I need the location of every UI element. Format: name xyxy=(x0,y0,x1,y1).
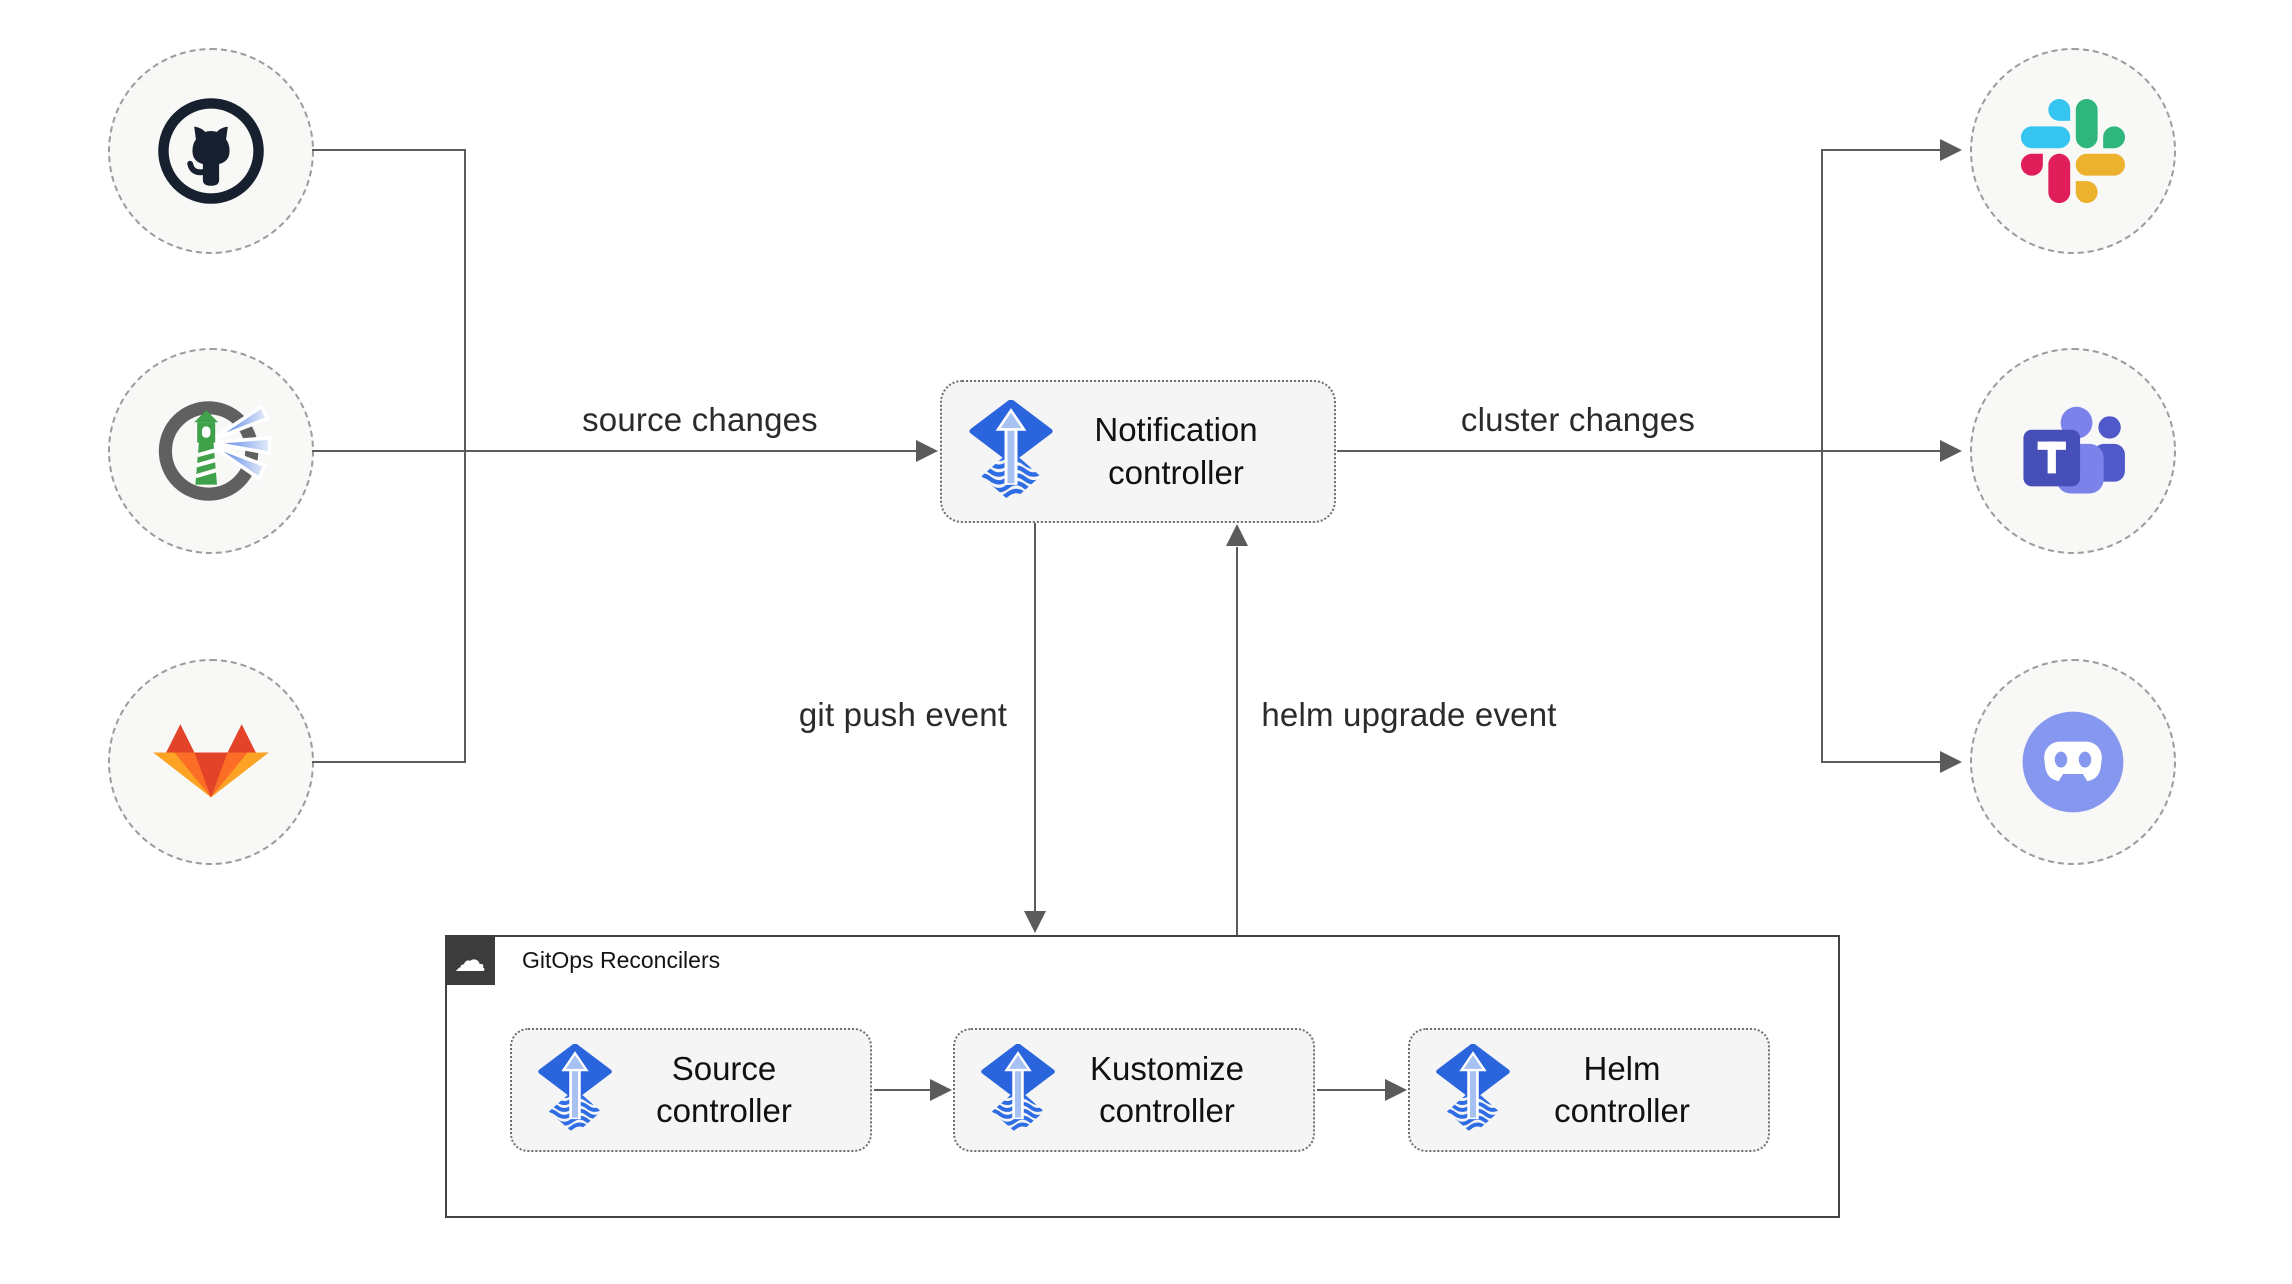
connector-source-changes xyxy=(312,450,918,452)
flux-icon xyxy=(536,1044,614,1136)
harbor-icon xyxy=(158,401,271,501)
connector-gitlab-stub xyxy=(312,761,465,763)
notification-controller-label: Notification controller xyxy=(1094,411,1258,491)
teams-icon xyxy=(2023,406,2125,494)
gitlab-node xyxy=(108,659,314,865)
helm-controller-box: Helm controller xyxy=(1408,1028,1770,1152)
cloud-icon: ☁ xyxy=(454,941,486,979)
helm-controller-label: Helm controller xyxy=(1554,1049,1690,1129)
connector-git-push-event xyxy=(1034,523,1036,912)
notification-controller-box: Notification controller xyxy=(940,380,1336,523)
source-controller-box: Source controller xyxy=(510,1028,872,1152)
connector-cluster-changes xyxy=(1337,450,1823,452)
github-node xyxy=(108,48,314,254)
kustomize-controller-box: Kustomize controller xyxy=(953,1028,1315,1152)
edge-label-helm-upgrade-event: helm upgrade event xyxy=(1261,696,1557,733)
connector-helm-upgrade-event xyxy=(1236,547,1238,935)
kustomize-controller-label: Kustomize controller xyxy=(1089,1049,1245,1129)
edge-label-cluster-changes: cluster changes xyxy=(1460,401,1696,438)
slack-icon xyxy=(2021,99,2125,203)
gitops-group-tab: ☁ xyxy=(445,935,495,985)
connector-discord-stub xyxy=(1822,761,1942,763)
flux-icon xyxy=(966,400,1056,504)
arrowhead-into-discord xyxy=(1940,751,1962,773)
connector-github-stub xyxy=(312,149,465,151)
slack-node xyxy=(1970,48,2176,254)
edge-label-source-changes: source changes xyxy=(582,401,818,438)
flux-icon xyxy=(1434,1044,1512,1136)
connector-right-bus xyxy=(1821,149,1823,763)
arrowhead-into-gitops xyxy=(1024,911,1046,933)
arrowhead-into-notification xyxy=(916,440,938,462)
connector-slack-stub xyxy=(1822,149,1942,151)
arrowhead-into-kustomize xyxy=(930,1079,952,1101)
arrowhead-into-slack xyxy=(1940,139,1962,161)
flux-icon xyxy=(979,1044,1057,1136)
arrowhead-into-notification-bottom xyxy=(1226,524,1248,546)
harbor-node xyxy=(108,348,314,554)
arrowhead-into-helm xyxy=(1385,1079,1407,1101)
edge-label-git-push-event: git push event xyxy=(798,696,1008,733)
discord-icon xyxy=(2022,711,2124,813)
connector-teams-stub xyxy=(1822,450,1942,452)
arrowhead-into-teams xyxy=(1940,440,1962,462)
teams-node xyxy=(1970,348,2176,554)
connector-left-bus xyxy=(464,149,466,763)
gitlab-icon xyxy=(153,724,269,798)
gitops-group-title: GitOps Reconcilers xyxy=(522,947,721,973)
discord-node xyxy=(1970,659,2176,865)
github-icon xyxy=(158,98,264,204)
connector-kustomize-helm xyxy=(1317,1089,1387,1091)
source-controller-label: Source controller xyxy=(656,1049,792,1129)
connector-source-kustomize xyxy=(874,1089,932,1091)
